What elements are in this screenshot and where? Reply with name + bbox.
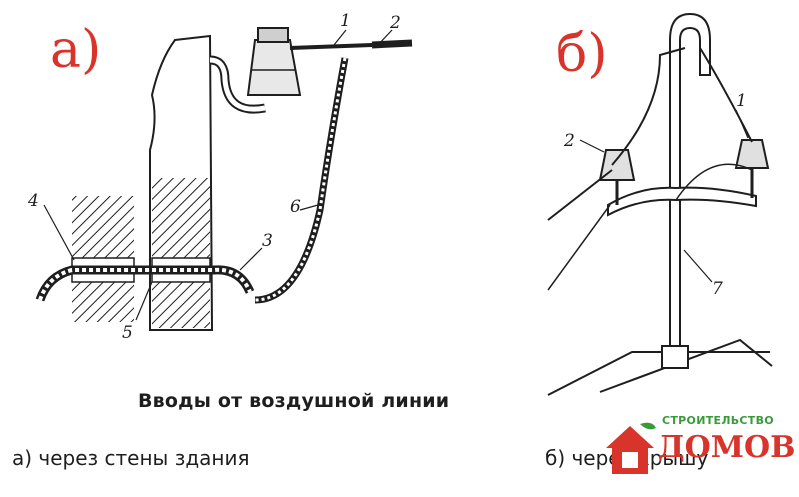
caption-a: а) через стены здания xyxy=(12,446,250,470)
watermark-bottom-text: ДОМОВ xyxy=(658,430,796,465)
insulator-b-right xyxy=(734,139,770,169)
mast xyxy=(669,12,711,351)
watermark-top-text: СТРОИТЕЛЬСТВО xyxy=(662,414,774,427)
cable-through-wall xyxy=(35,265,255,302)
panel-letter-a: а) xyxy=(50,20,102,80)
label-b-7: 7 xyxy=(712,279,723,299)
label-a-4: 4 xyxy=(27,191,39,211)
wire-b-right xyxy=(699,47,753,143)
crossarm xyxy=(607,186,757,217)
wall-hatch xyxy=(152,178,210,328)
label-b-2: 2 xyxy=(563,131,575,151)
house-icon xyxy=(606,422,656,474)
drop-wire xyxy=(254,57,349,304)
label-a-6: 6 xyxy=(290,197,301,217)
overhead-wire xyxy=(289,43,373,50)
label-a-3: 3 xyxy=(262,231,273,251)
diagram-title: Вводы от воздушной линии xyxy=(138,390,450,412)
label-a-5: 5 xyxy=(122,323,133,343)
label-b-1: 1 xyxy=(736,91,747,111)
panel-letter-b: б) xyxy=(556,24,608,84)
roof-outline xyxy=(547,338,773,396)
label-a-2: 2 xyxy=(389,13,401,33)
watermark-logo: СТРОИТЕЛЬСТВО ДОМОВ xyxy=(600,412,796,482)
wire-b-main xyxy=(547,47,686,221)
label-a-1: 1 xyxy=(340,11,351,31)
wire-b-drop xyxy=(547,204,611,291)
wire-b-cross xyxy=(675,163,753,201)
